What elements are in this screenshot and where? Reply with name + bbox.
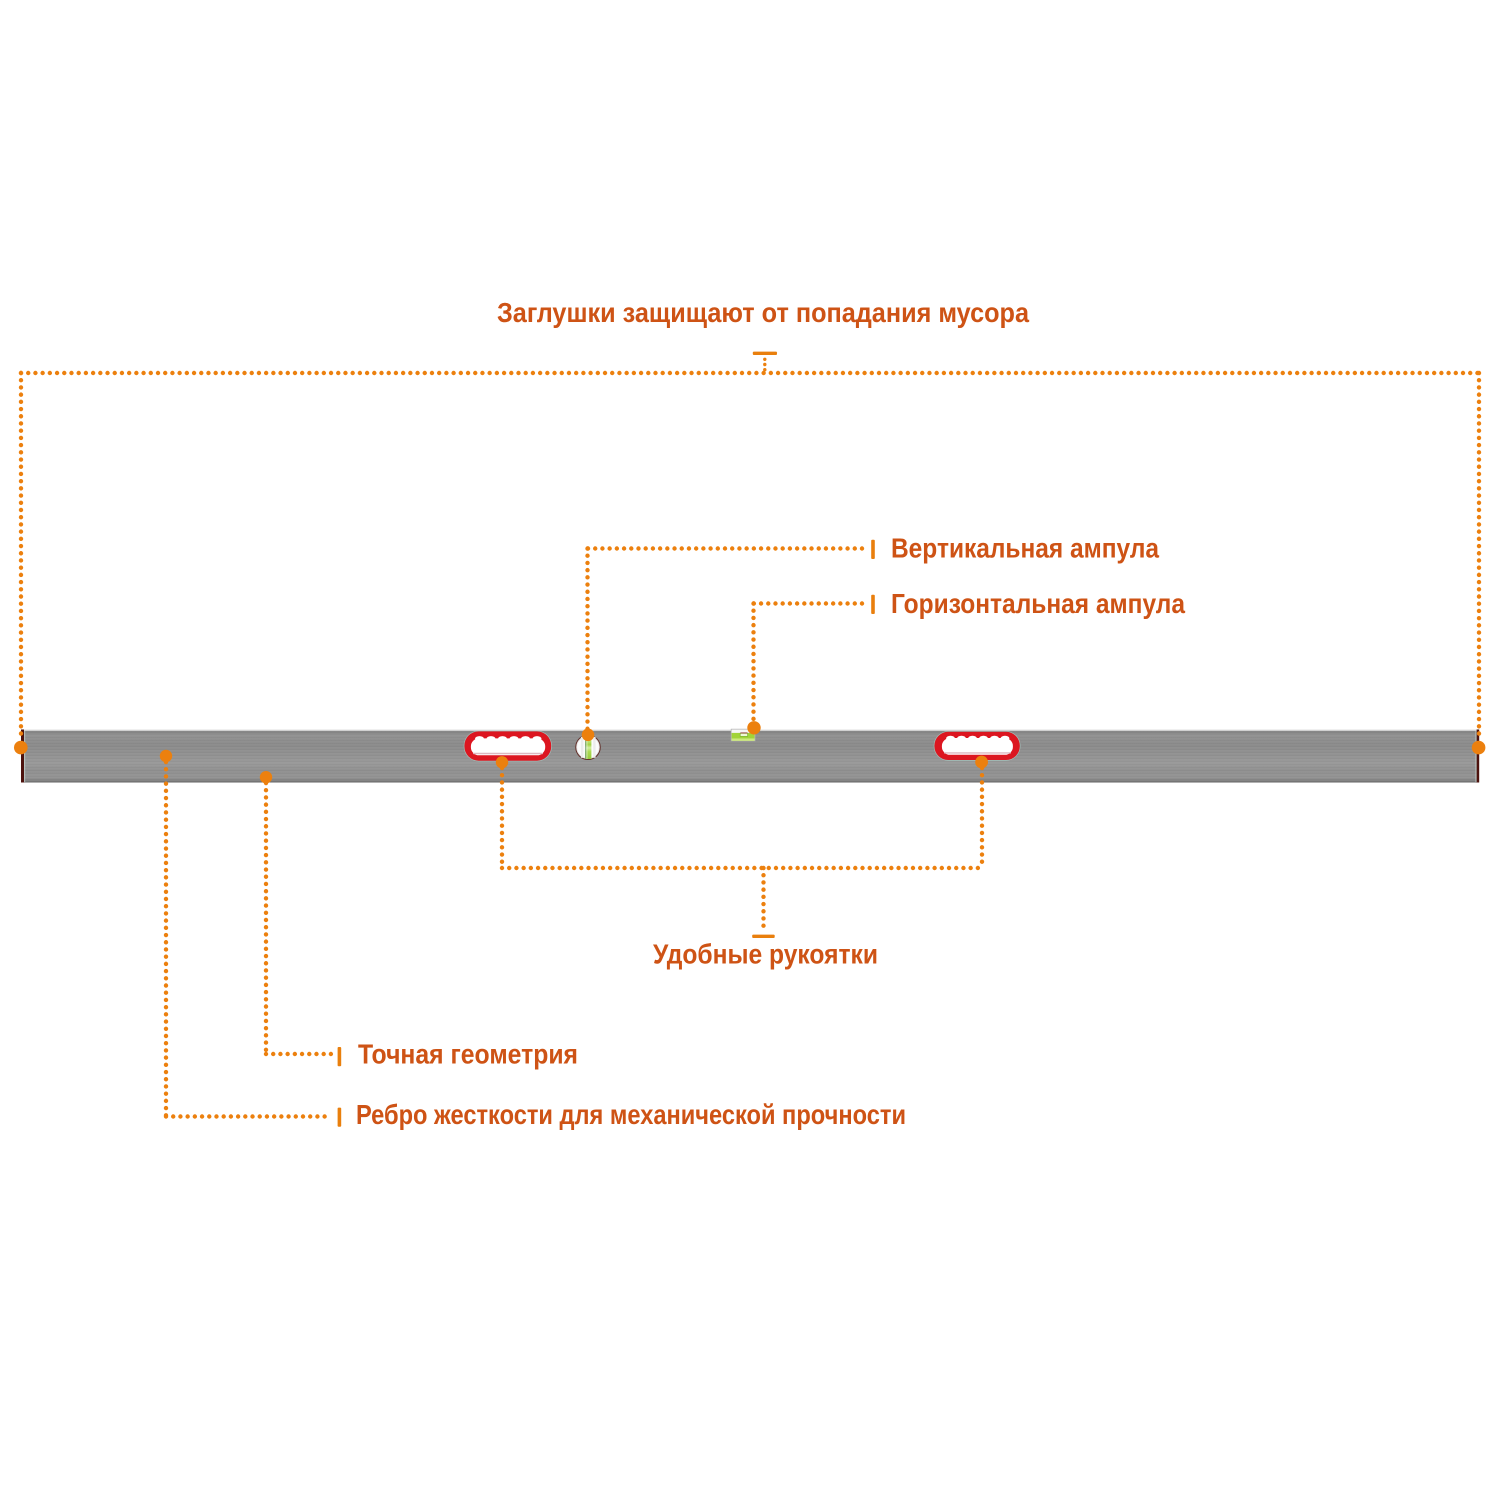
svg-text:Горизонтальная ампула: Горизонтальная ампула [891, 588, 1186, 619]
svg-text:Вертикальная ампула: Вертикальная ампула [891, 533, 1160, 564]
svg-text:Заглушки защищают от попадания: Заглушки защищают от попадания мусора [497, 297, 1030, 328]
svg-text:Точная геометрия: Точная геометрия [358, 1038, 578, 1069]
svg-text:Удобные рукоятки: Удобные рукоятки [653, 938, 878, 969]
svg-text:Ребро жесткости для механическ: Ребро жесткости для механической прочнос… [356, 1099, 906, 1130]
